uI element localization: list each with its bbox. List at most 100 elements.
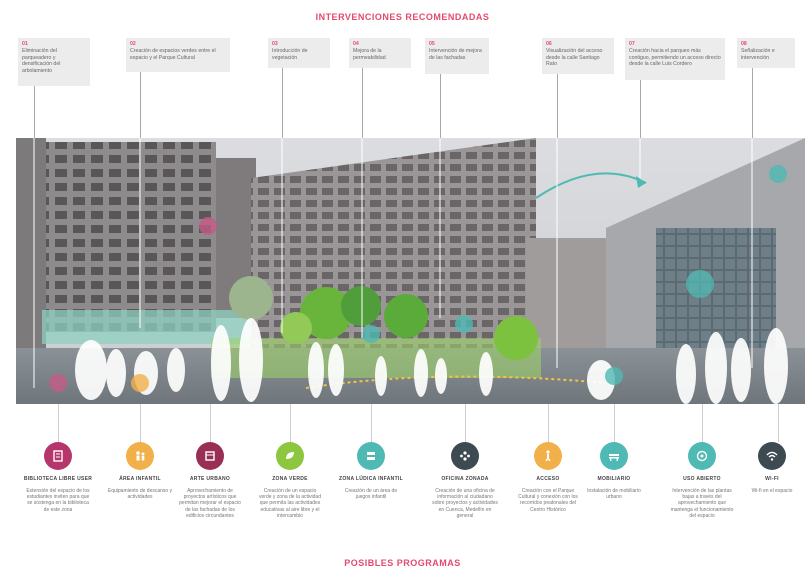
program-name: ZONA LÚDICA INFANTIL	[339, 476, 403, 482]
marker-point	[199, 217, 217, 235]
program-name: ÁREA INFANTIL	[119, 476, 161, 482]
interventions-heading: INTERVENCIONES RECOMENDADAS	[315, 12, 490, 22]
program-name: WI-FI	[765, 476, 779, 482]
leader-line	[34, 86, 35, 140]
program-description: Creación con el Parque Cultural y conexi…	[518, 488, 578, 513]
wifi-icon	[766, 451, 778, 461]
program-description: Equipamiento de descanso y actividades	[107, 488, 173, 501]
intervention-text: Creación de espacios verdes entre el esp…	[130, 48, 216, 61]
intervention-callout-03: 03 Introducción de vegetación	[268, 38, 330, 68]
program-name: USO ABIERTO	[683, 476, 721, 482]
intervention-callout-08: 08 Señalización e intervención	[737, 38, 795, 68]
tree	[300, 287, 352, 339]
program-connector	[778, 404, 779, 442]
people-icon	[460, 451, 470, 461]
program-arte-urbano: ARTE URBANO Aprovechamiento de proyectos…	[173, 442, 247, 519]
program-icon-circle	[600, 442, 628, 470]
intervention-number: 05	[429, 41, 435, 47]
intervention-text: Intervención de mejora de las fachadas	[429, 48, 482, 61]
tree	[341, 286, 381, 326]
tree	[494, 316, 538, 360]
marker-point	[455, 315, 473, 333]
marker-point	[362, 325, 380, 343]
program-description: Aprovechamiento de proyectos artísticos …	[179, 488, 241, 519]
program-connector	[290, 404, 291, 442]
leader-line	[140, 72, 141, 140]
intervention-text: Introducción de vegetación	[272, 48, 308, 61]
program-icon-circle	[688, 442, 716, 470]
leader-line	[752, 68, 753, 140]
program-zona-verde: ZONA VERDE Creación de un espacio verde …	[253, 442, 327, 519]
program-description: Creación de una oficina de información a…	[432, 488, 498, 519]
tree	[229, 276, 273, 320]
programs-heading: POSIBLES PROGRAMAS	[344, 558, 461, 568]
marker-point	[131, 374, 149, 392]
book-icon	[53, 450, 63, 462]
program-mobiliario: MOBILIARIO Instalación de mobiliario urb…	[577, 442, 651, 500]
access-arrow	[535, 172, 647, 199]
leaf-icon	[286, 452, 294, 459]
photo-leaders	[33, 138, 753, 388]
program-zona-ludica: ZONA LÚDICA INFANTIL Creación de un área…	[334, 442, 408, 500]
marker-point	[49, 374, 67, 392]
program-icon-circle	[126, 442, 154, 470]
program-name: OFICINA ZONADA	[441, 476, 489, 482]
intervention-text: Visualización del acceso desde la calle …	[546, 48, 603, 68]
program-connector	[614, 404, 615, 442]
program-description: Intervención de las plantas bajas a trav…	[670, 488, 734, 519]
program-icon-circle	[758, 442, 786, 470]
intervention-callout-05: 05 Intervención de mejora de las fachada…	[425, 38, 489, 74]
program-description: Creación de un área de juegos infantil	[344, 488, 398, 501]
program-icon-circle	[357, 442, 385, 470]
program-acceso: ACCESO Creación con el Parque Cultural y…	[511, 442, 585, 513]
leader-line	[440, 74, 441, 140]
program-name: MOBILIARIO	[597, 476, 631, 482]
intervention-callout-01: 01 Eliminación del parqueadero y densifi…	[18, 38, 90, 86]
intervention-number: 06	[546, 41, 552, 47]
intervention-callout-04: 04 Mejora de la permeabilidad	[349, 38, 411, 68]
marker-point	[605, 367, 623, 385]
leader-line	[362, 68, 363, 140]
art-icon	[205, 451, 215, 461]
intervention-number: 01	[22, 41, 28, 47]
marker-point	[686, 270, 714, 298]
intervention-number: 08	[741, 41, 747, 47]
program-name: ACCESO	[536, 476, 560, 482]
program-connector	[58, 404, 59, 442]
program-connector	[210, 404, 211, 442]
program-icon-circle	[534, 442, 562, 470]
bench-icon	[609, 454, 619, 461]
program-icon-circle	[451, 442, 479, 470]
program-icon-circle	[276, 442, 304, 470]
play-icon	[367, 452, 375, 460]
tree	[280, 312, 312, 344]
leader-line	[282, 68, 283, 140]
program-icon-circle	[196, 442, 224, 470]
courtyard-photo	[16, 138, 805, 404]
intervention-callout-02: 02 Creación de espacios verdes entre el …	[126, 38, 230, 72]
program-connector	[465, 404, 466, 442]
program-description: Wi-fi en el espacio	[751, 488, 793, 494]
program-name: BIBLIOTECA LIBRE USER	[23, 476, 93, 482]
arrow-head	[636, 176, 646, 188]
program-connector	[548, 404, 549, 442]
walk-icon	[545, 450, 551, 462]
marker-point	[769, 165, 787, 183]
program-icon-circle	[44, 442, 72, 470]
program-connector	[702, 404, 703, 442]
leader-line	[557, 74, 558, 140]
intervention-number: 03	[272, 41, 278, 47]
left-building	[46, 142, 216, 332]
intervention-text: Mejora de la permeabilidad	[353, 48, 386, 61]
program-connector	[371, 404, 372, 442]
program-description: Extensión del espacio de los estudiantes…	[26, 488, 90, 513]
intervention-number: 02	[130, 41, 136, 47]
open-icon	[696, 450, 708, 462]
intervention-callout-07: 07 Creación hacia el parqueo más contigu…	[625, 38, 725, 80]
intervention-callout-06: 06 Visualización del acceso desde la cal…	[542, 38, 614, 74]
program-wifi: WI-FI Wi-fi en el espacio	[741, 442, 803, 494]
program-oficina: OFICINA ZONADA Creación de una oficina d…	[428, 442, 502, 519]
intervention-text: Creación hacia el parqueo más contiguo, …	[629, 48, 721, 68]
program-connector	[140, 404, 141, 442]
